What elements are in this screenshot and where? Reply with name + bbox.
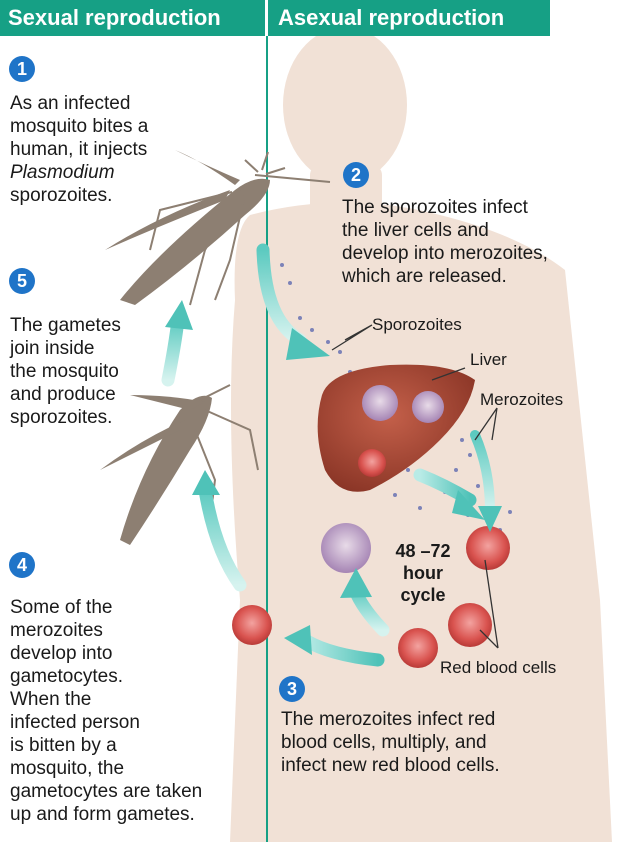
infected-liver-cell [362,385,398,421]
label-merozoites: Merozoites [480,390,563,410]
label-sporozoites: Sporozoites [372,315,462,335]
step-4-badge: 4 [9,552,35,578]
step-5-badge: 5 [9,268,35,294]
step-3-badge: 3 [279,676,305,702]
step-2-text: The sporozoites infect the liver cells a… [342,196,548,288]
red-blood-cell [358,449,386,477]
label-liver: Liver [470,350,507,370]
infected-liver-cell [412,391,444,423]
cycle-duration-label: 48 –72 hour cycle [385,540,461,606]
red-blood-cell [448,603,492,647]
red-blood-cell [398,628,438,668]
step-4-text: Some of the merozoites develop into game… [10,596,202,826]
infected-cell [321,523,371,573]
step-2-badge: 2 [343,162,369,188]
gametocyte-cell [232,605,272,645]
asexual-reproduction-header: Asexual reproduction [268,0,550,36]
red-blood-cell [466,526,510,570]
step-1-badge: 1 [9,56,35,82]
step-1-text: As an infected mosquito bites a human, i… [10,92,148,207]
label-red-blood-cells: Red blood cells [440,658,556,678]
step-5-text: The gametes join inside the mosquito and… [10,314,121,429]
sexual-reproduction-header: Sexual reproduction [0,0,265,36]
step-3-text: The merozoites infect red blood cells, m… [281,708,500,777]
